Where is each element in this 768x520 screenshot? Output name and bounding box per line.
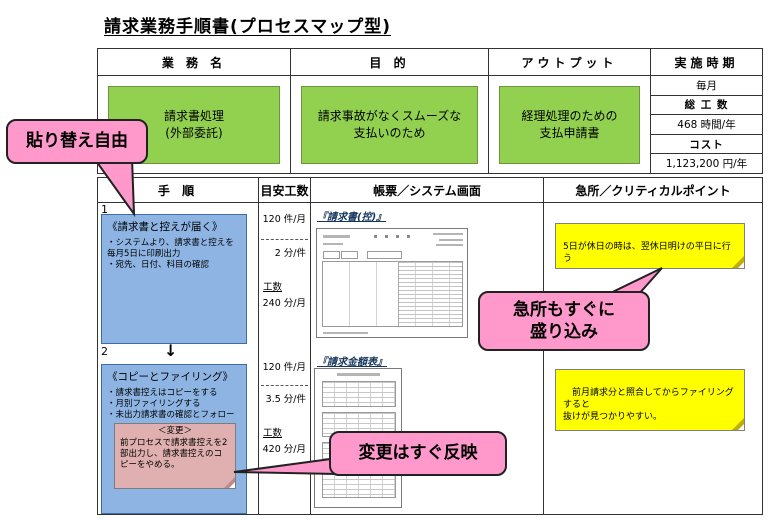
summary-table: 業 務 名 目 的 アウトプット 実施時期 請求書処理 (外部委託) 請求事故が… [97, 48, 763, 174]
sticky-note-1-text: 5日が休日の時は、翌休日明けの平日に行う [563, 242, 731, 265]
step-2-number: 2 [101, 345, 108, 358]
header-step: 手 順 [98, 178, 259, 202]
callout-critical-points: 急所もすぐに 盛り込み [478, 291, 650, 351]
summary-table-header: 業 務 名 目 的 アウトプット 実施時期 [98, 49, 762, 76]
step-1-number: 1 [101, 203, 108, 216]
step-1-card: 《請求書と控えが届く》 ・システムより、請求書と控えを毎月5日に印刷出力 ・宛先… [101, 214, 247, 344]
step-2-rate: 3.5 分/件 [265, 394, 306, 405]
callout-replace-freely: 貼り替え自由 [6, 119, 148, 164]
step-2-title: 《コピーとファイリング》 [107, 371, 233, 383]
cost-value: 1,123,200 円/年 [665, 158, 748, 171]
process-table-header: 手 順 目安工数 帳票／システム画面 急所／クリティカルポイント [98, 178, 762, 203]
step-2-bullets: ・請求書控えはコピーをする ・月別ファイリングする ・未出力請求書の確認とフォロ… [107, 388, 235, 421]
change-note-body: 前プロセスで請求書控えを2部出力し、請求書控えのコピーをやめる。 [120, 438, 228, 471]
sticky-note-2-text: 前月請求分と照合してからファイリングすると 抜けが見つかりやすい。 [563, 388, 734, 423]
invoice-copy-thumbnail [316, 228, 468, 338]
header-timing: 実施時期 [674, 55, 739, 70]
output-box: 経理処理のための 支払申請書 [499, 85, 640, 164]
summary-info-column: 毎月 総 工 数 468 時間/年 コスト 1,123,200 円/年 [651, 76, 762, 173]
step-1-effort-label: 工数 [263, 282, 283, 293]
page-title: 請求業務手順書(プロセスマップ型) [104, 17, 392, 37]
step-2-effort-total: 420 分/月 [262, 444, 306, 455]
header-purpose: 目 的 [291, 49, 489, 75]
critical-column: 5日が休日の時は、翌休日明けの平日に行う 前月請求分と照合してからファイリングす… [544, 203, 762, 514]
total-effort-label: 総 工 数 [651, 96, 762, 116]
down-arrow-icon: ↓ [164, 341, 178, 360]
divider [261, 239, 308, 240]
invoice-copy-label: 『請求書(控)』 [317, 212, 387, 223]
change-note-heading: ＜変更＞ [157, 426, 192, 436]
purpose-box: 請求事故がなくスムーズな 支払いのため [301, 85, 478, 164]
folded-corner-icon [732, 256, 744, 268]
header-critical: 急所／クリティカルポイント [575, 183, 731, 198]
step-2-effort-label: 工数 [263, 428, 283, 439]
invoice-amount-table-label: 『請求金額表』 [317, 357, 387, 368]
sticky-note-1: 5日が休日の時は、翌休日明けの平日に行う [555, 223, 745, 269]
effort-column: 120 件/月 2 分/件 工数 240 分/月 120 件/月 3.5 分/件… [259, 203, 311, 514]
change-note: ＜変更＞ 前プロセスで請求書控えを2部出力し、請求書控えのコピーをやめる。 [114, 423, 236, 489]
folded-corner-icon [732, 418, 744, 430]
step-2-card: 《コピーとファイリング》 ・請求書控えはコピーをする ・月別ファイリングする ・… [101, 364, 247, 514]
header-form: 帳票／システム画面 [311, 178, 544, 202]
step-column: 1 《請求書と控えが届く》 ・システムより、請求書と控えを毎月5日に印刷出力 ・… [98, 203, 259, 514]
step-1-effort-total: 240 分/月 [262, 298, 306, 309]
step-1-bullets: ・システムより、請求書と控えを毎月5日に印刷出力 ・宛先、日付、科目の確認 [107, 238, 234, 271]
callout-change-reflected: 変更はすぐ反映 [329, 431, 507, 476]
total-effort-value: 468 時間/年 [651, 115, 762, 135]
header-output: アウトプット [489, 49, 651, 75]
step-1-title: 《請求書と控えが届く》 [107, 221, 223, 233]
step-1-volume: 120 件/月 [262, 214, 306, 225]
header-effort: 目安工数 [259, 178, 311, 202]
cost-label: コスト [651, 135, 762, 155]
purpose-cell: 請求事故がなくスムーズな 支払いのため [291, 76, 489, 173]
callout-tail [233, 456, 339, 476]
header-business-name: 業 務 名 [98, 49, 291, 75]
step-1-rate: 2 分/件 [274, 248, 306, 259]
divider [261, 385, 308, 386]
process-table: 手 順 目安工数 帳票／システム画面 急所／クリティカルポイント 1 《請求書と… [97, 177, 763, 515]
folded-corner-icon [224, 477, 235, 488]
sticky-note-2: 前月請求分と照合してからファイリングすると 抜けが見つかりやすい。 [555, 369, 745, 431]
step-2-volume: 120 件/月 [262, 362, 306, 373]
form-column: 『請求書(控)』 『請求金額表』 [311, 203, 544, 514]
output-cell: 経理処理のための 支払申請書 [489, 76, 651, 173]
timing-value: 毎月 [651, 76, 762, 96]
